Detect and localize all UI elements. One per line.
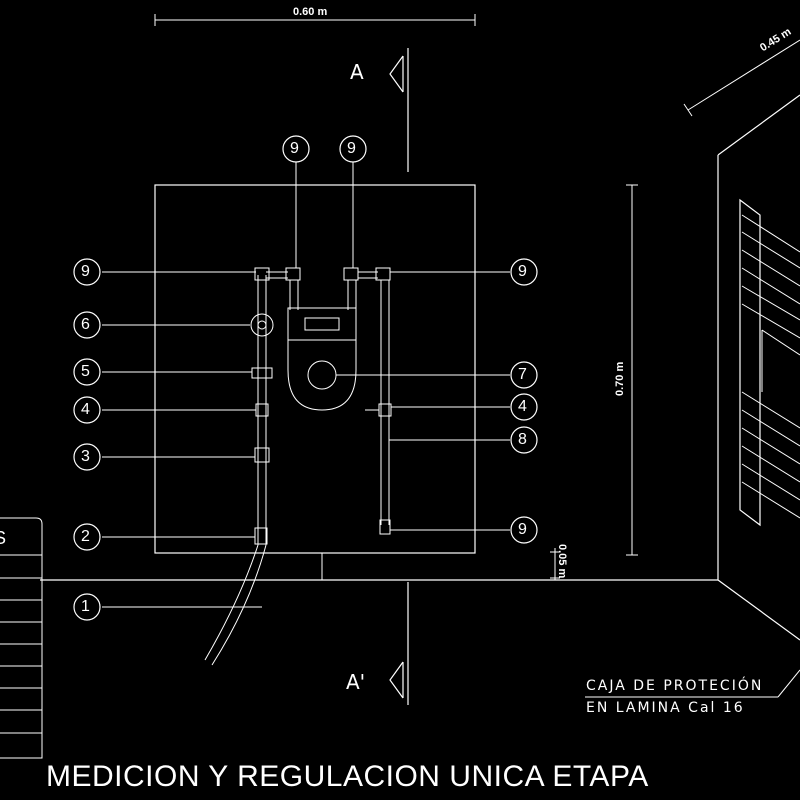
callout-circle-9-bottom-right — [510, 516, 538, 544]
dimension-offset — [550, 548, 560, 580]
callout-label: 2 — [81, 528, 90, 545]
dimension-width — [154, 14, 476, 26]
drawing-title: MEDICION Y REGULACION UNICA ETAPA — [46, 760, 649, 793]
callout-label: 9 — [81, 263, 90, 280]
callout-label: 7 — [518, 366, 527, 383]
section-mark-top-label: A — [350, 60, 364, 84]
dimension-height-label: 0.70 m — [614, 361, 626, 396]
callout-label: 4 — [518, 398, 527, 415]
dimension-offset-label: 0.05 m — [556, 544, 568, 579]
callout-circle-9-right — [510, 258, 538, 286]
piping-right — [343, 267, 392, 535]
callout-circle-5 — [73, 358, 101, 386]
callout-circle-8 — [510, 426, 538, 454]
section-mark-bottom — [389, 582, 409, 705]
section-mark-top — [389, 48, 409, 172]
note-line-1: CAJA DE PROTECIÓN — [586, 678, 764, 694]
callout-circle-3 — [73, 443, 101, 471]
protection-box — [154, 184, 476, 554]
callout-label: 8 — [518, 431, 527, 448]
callout-label: 9 — [290, 140, 299, 157]
floor-line — [40, 579, 800, 641]
note-line-2: EN LAMINA Cal 16 — [586, 700, 745, 716]
callout-circle-7 — [510, 361, 538, 389]
callout-label: 1 — [81, 598, 90, 615]
leader-lines — [102, 162, 510, 608]
callout-label: 9 — [347, 140, 356, 157]
callout-circle-9-top-right — [339, 135, 367, 163]
dimension-height — [626, 184, 638, 556]
dimension-depth — [683, 39, 800, 117]
callout-label: 9 — [518, 521, 527, 538]
table-partial-letter: S — [0, 528, 7, 548]
callout-circle-6 — [73, 311, 101, 339]
section-mark-bottom-label: A' — [346, 670, 366, 694]
callout-label: 4 — [81, 401, 90, 418]
isometric-box — [717, 94, 800, 580]
note-leader — [777, 669, 800, 698]
callout-label: 3 — [81, 448, 90, 465]
partial-table — [0, 517, 43, 759]
callout-circle-9-top-left — [282, 135, 310, 163]
callout-circle-9-left — [73, 258, 101, 286]
callout-label: 6 — [81, 316, 90, 333]
callout-label: 9 — [518, 263, 527, 280]
callout-circle-4-left — [73, 396, 101, 424]
callout-circle-1 — [73, 593, 101, 621]
callout-label: 5 — [81, 363, 90, 380]
callout-circle-2 — [73, 523, 101, 551]
dimension-width-label: 0.60 m — [293, 6, 328, 18]
callout-circle-4-right — [510, 393, 538, 421]
meter-body — [287, 307, 357, 411]
piping-left — [204, 267, 301, 666]
callout-circles — [73, 135, 538, 621]
